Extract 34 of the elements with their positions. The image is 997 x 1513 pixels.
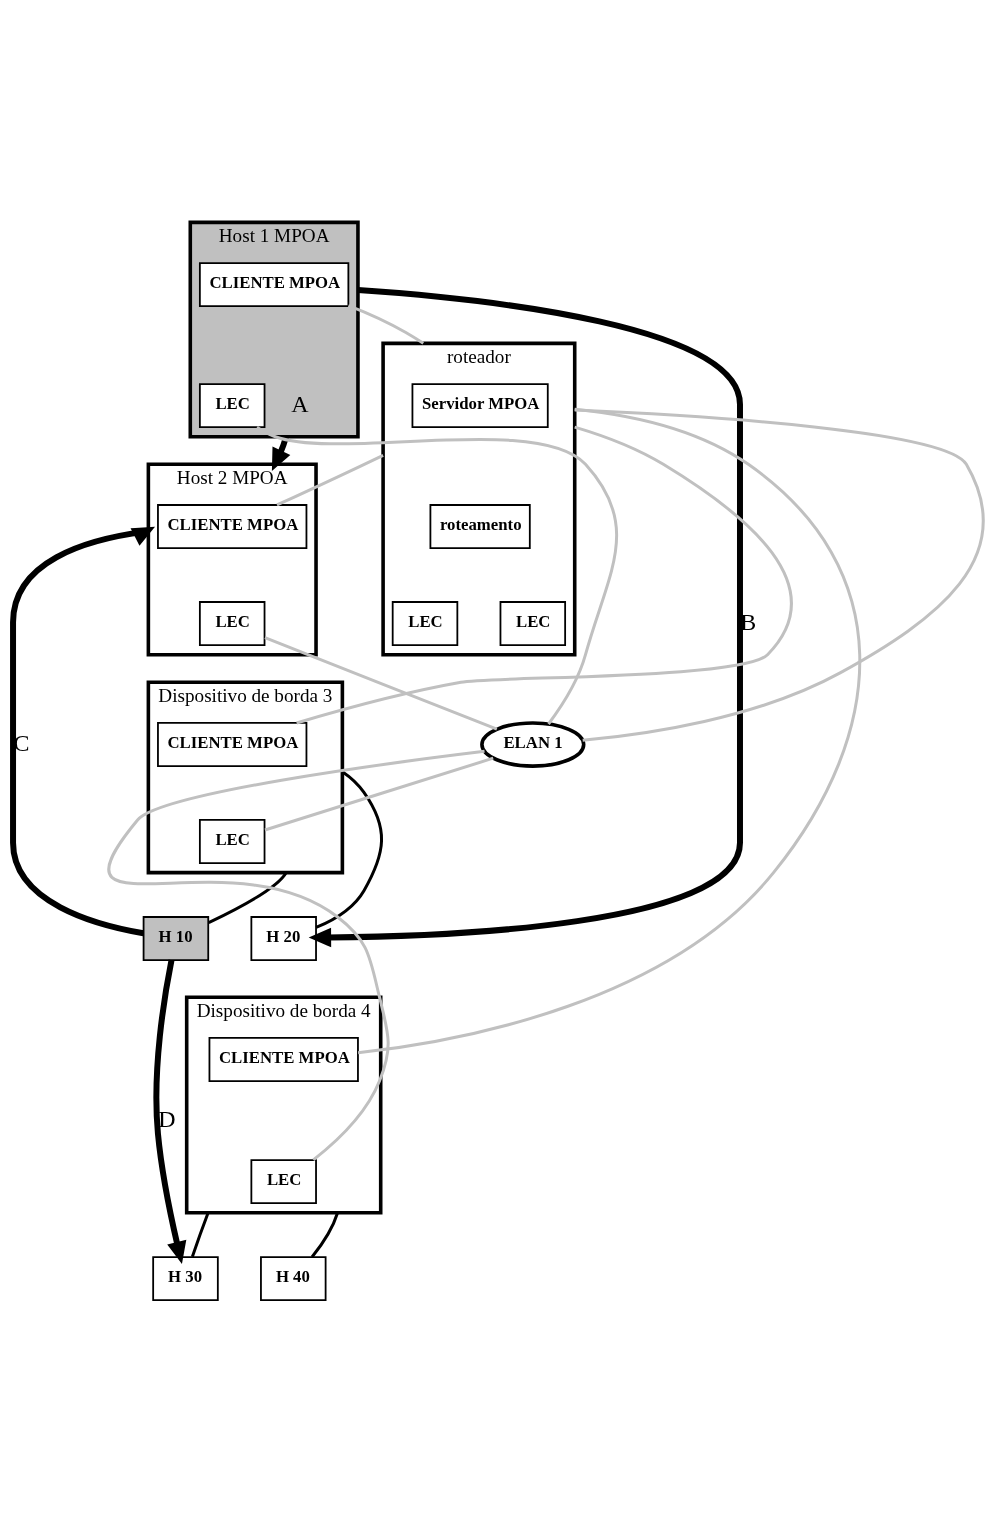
node-box: Servidor MPOA	[411, 383, 549, 429]
node-box: LEC	[198, 819, 266, 864]
connector	[347, 304, 425, 345]
node-box: LEC	[499, 601, 567, 646]
connector	[256, 425, 619, 725]
node-box: roteamento	[429, 504, 531, 549]
connector	[357, 407, 861, 1055]
connector	[296, 425, 793, 725]
node-box: H 40	[260, 1256, 327, 1302]
connector	[574, 408, 985, 742]
arrow	[10, 526, 156, 937]
connector	[264, 636, 498, 731]
node-box: CLIENTE MPOA	[198, 262, 350, 308]
node-box: CLIENTE MPOA	[157, 504, 308, 549]
node-box: LEC	[391, 601, 459, 646]
connector	[276, 453, 384, 507]
node-box: H 10	[142, 916, 210, 961]
connector	[264, 756, 494, 832]
connector	[190, 1212, 210, 1258]
node-box: LEC	[250, 1159, 317, 1205]
arrow	[308, 287, 743, 948]
connector	[108, 749, 485, 1162]
node-box: H 30	[152, 1256, 219, 1302]
node-box: CLIENTE MPOA	[157, 722, 308, 767]
connector	[310, 1212, 339, 1258]
node-box: CLIENTE MPOA	[208, 1037, 359, 1082]
edge-label: A	[291, 390, 309, 417]
arrow	[153, 959, 187, 1264]
connector	[315, 770, 383, 929]
node-ellipse: ELAN 1	[480, 721, 586, 768]
connector	[208, 871, 288, 924]
node-box: LEC	[198, 383, 266, 429]
node-box: LEC	[198, 601, 266, 646]
node-box: H 20	[250, 916, 317, 961]
